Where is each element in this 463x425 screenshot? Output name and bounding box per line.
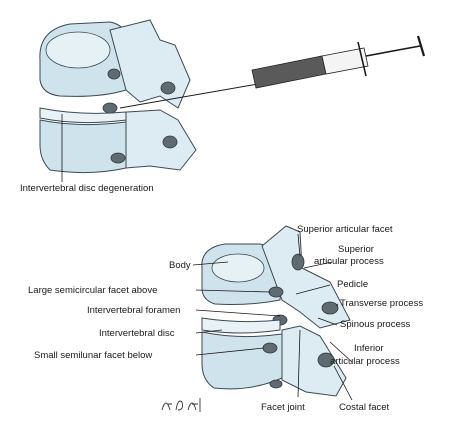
leader-body (192, 261, 229, 266)
bottom-transverse-facet (321, 301, 339, 315)
top-upper-posterior (109, 19, 191, 109)
syringe-barrel-filled (251, 55, 327, 89)
leader-transverse (335, 303, 339, 307)
bottom-upper-cancellous (211, 253, 265, 283)
leader-sup-facet (297, 233, 301, 257)
top-upper-body-cancellous (45, 31, 111, 69)
top-facet-5 (162, 135, 178, 149)
syringe-needle (119, 83, 259, 109)
bottom-upper-posterior (261, 225, 351, 329)
bottom-vertebra-illustration (201, 225, 351, 397)
bottom-lower-body (201, 331, 283, 390)
label-spinous: Spinous process (340, 319, 410, 330)
bottom-disc (201, 317, 281, 334)
leader-small-facet (195, 347, 265, 356)
label-transverse: Transverse process (340, 298, 423, 309)
bottom-lower-posterior (281, 325, 347, 397)
signature-mark (161, 398, 201, 412)
leader-spinous (317, 317, 338, 326)
leader-large-facet (195, 289, 271, 293)
top-facet-2 (160, 81, 176, 95)
label-inf-process-line1: Inferior (354, 343, 384, 354)
label-facet-joint: Facet joint (261, 402, 305, 413)
syringe-barrel-empty (321, 47, 369, 75)
bottom-sup-articular-facet (291, 253, 305, 271)
label-body: Body (169, 260, 191, 271)
label-pedicle: Pedicle (337, 279, 368, 290)
label-small-facet: Small semilunar facet below (34, 350, 152, 361)
syringe-flange (357, 41, 367, 77)
label-foramen: Intervertebral foramen (87, 305, 180, 316)
label-disc-degeneration: Intervertebral disc degeneration (20, 183, 154, 194)
leader-facet-joint (297, 329, 301, 398)
leader-inf-process (329, 341, 353, 363)
bottom-small-facet (262, 342, 278, 354)
top-lower-body (39, 119, 127, 174)
artist-signature (161, 398, 201, 412)
bottom-leader-lines (192, 233, 353, 401)
label-sup-process-line1: Superior (338, 244, 374, 255)
label-costal-facet: Costal facet (339, 402, 390, 413)
top-facet-4 (110, 152, 126, 164)
leader-costal-facet (333, 365, 353, 401)
leader-disc (195, 329, 223, 334)
label-disc: Intervertebral disc (99, 328, 175, 339)
syringe-plunger-head (416, 35, 426, 57)
syringe-plunger-rod (365, 45, 421, 57)
bottom-costal-facet (317, 352, 335, 368)
label-large-facet: Large semicircular facet above (28, 285, 157, 296)
top-lower-posterior (125, 109, 197, 171)
bottom-lower-facet (269, 379, 283, 389)
top-vertebra-illustration (39, 19, 197, 182)
label-inf-process-line2: articular process (330, 356, 400, 367)
label-sup-facet: Superior articular facet (297, 224, 393, 235)
bottom-large-facet (268, 286, 284, 298)
top-facet-3 (102, 102, 118, 114)
leader-pedicle (295, 284, 331, 295)
top-facet-1 (107, 68, 121, 80)
syringe-illustration (119, 35, 426, 109)
leader-sup-process (303, 261, 333, 269)
label-sup-process-line2: articular process (314, 256, 384, 267)
leader-foramen (195, 309, 281, 317)
